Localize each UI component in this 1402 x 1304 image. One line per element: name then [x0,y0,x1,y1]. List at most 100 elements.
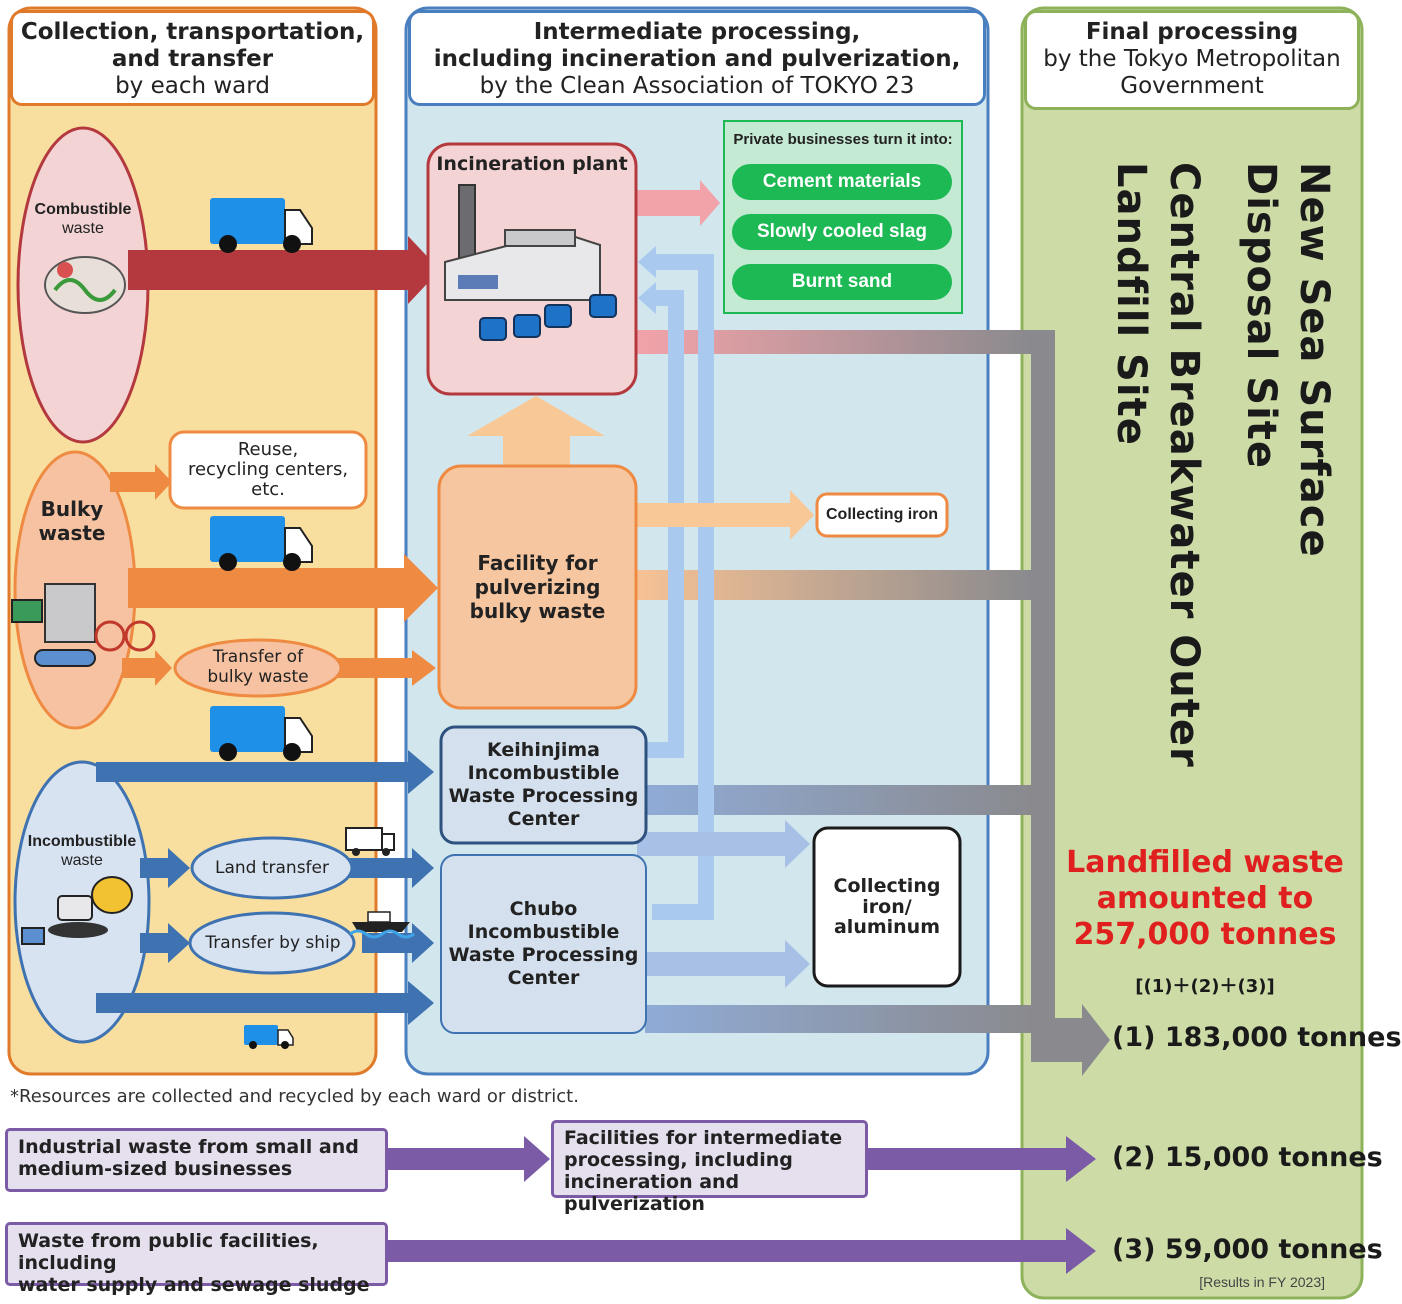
keihinjima-line1: Keihinjima [487,738,600,761]
intermediate-header-line3: by the Clean Association of TOKYO 23 [479,73,915,100]
collecting-iron-label: Collecting iron [826,506,938,524]
bulky-label-line2: waste [38,521,106,545]
land-transfer-oval [190,836,354,900]
transfer-bulky-to-pulverizing-arrow [338,650,436,686]
landfill-title-col1: New Sea Surface [1291,162,1337,558]
industrial-to-facilities-arrow [388,1136,550,1182]
landfill-title-col3: Central Breakwater Outer [1161,162,1207,768]
incombustible-label-line1: Incombustible [27,833,137,850]
truck-combustible [210,198,313,253]
cement-materials-pill: Cement materials [732,164,952,200]
final-panel [1020,6,1364,1300]
incineration-plant-label: Incineration plant [436,153,628,175]
bulky-to-transfer-arrow [122,650,172,686]
factory-illustration [444,184,601,301]
flow-diagram [7,6,1364,1300]
keihinjima-line4: Center [507,808,580,831]
total-line2: amounted to [1096,881,1314,916]
amount-2: (2) 15,000 tonnes [1112,1142,1383,1173]
facilities-intermediate-box: Facilities for intermediate processing, … [551,1120,868,1214]
keihinjima-to-metal-arrow [637,820,810,868]
total-landfilled: Landfilled waste amounted to 257,000 ton… [1040,845,1370,953]
chubo-line1: Chubo [509,897,578,920]
to-private-arrow [637,180,720,226]
pulverizing-facility-box [437,464,638,710]
landfill-title-col2: Disposal Site [1238,162,1284,470]
pulverizing-facility-label: Facility for pulverizing bulky waste [439,466,636,708]
ship-transfer-oval [188,911,356,975]
transfer-bulky-line2: bulky waste [207,667,309,687]
combustible-label: Combustible waste [25,200,141,238]
final-header-line1: Final processing [1085,19,1299,45]
bulky-label: Bulky waste [22,497,122,545]
incineration-residue-flow [637,330,1031,354]
keihinjima-label: Keihinjima Incombustible Waste Processin… [441,727,646,843]
chubo-residue-flow [645,1005,1031,1033]
combustible-label-line1: Combustible [34,201,132,218]
incombustible-to-ship-arrow [140,923,190,963]
reuse-line2: recycling centers, [187,459,349,481]
ship-to-chubo-arrow [362,923,434,963]
ship-icon [349,911,415,939]
private-business-title: Private businesses turn it into: [733,131,953,148]
chubo-line4: Center [507,967,580,990]
final-header: Final processing by the Tokyo Metropolit… [1024,10,1360,110]
pulverized-to-incineration-arrow [467,396,605,466]
to-collecting-iron-arrow [637,490,814,540]
public-to-landfill-arrow [388,1228,1096,1274]
footnote: *Resources are collected and recycled by… [10,1086,579,1107]
industrial-line2: medium-sized businesses [18,1157,293,1180]
total-line3: 257,000 tonnes [1073,917,1337,952]
collection-header-line2: and transfer [111,46,274,73]
transfer-bulky-label: Transfer of bulky waste [176,642,340,694]
facilities-intermediate-line2: processing, including [564,1148,793,1171]
land-to-chubo-arrow [348,848,434,888]
truck-small [244,1025,294,1049]
combustible-label-line2: waste [62,220,104,238]
pulverizing-line2: pulverizing [474,575,601,599]
bulky-residue-flow [637,570,1031,600]
intermediate-header: Intermediate processing, including incin… [408,10,986,106]
bulky-to-reuse-arrow [110,464,172,500]
chubo-to-metal-arrow [645,940,810,988]
iron-aluminum-line3: aluminum [833,916,941,939]
amount-1: (1) 183,000 tonnes [1112,1022,1402,1053]
reuse-label: Reuse, recycling centers, etc. [170,432,366,508]
collection-header: Collection, transportation, and transfer… [10,10,375,106]
intermediate-header-line1: Intermediate processing, [533,19,861,45]
truck-incombustible [210,706,313,761]
chubo-line2: Incombustible [467,920,620,943]
collection-header-line3: by each ward [115,73,270,100]
total-formula: [(1)＋(2)＋(3)] [1135,976,1275,997]
chubo-line3: Waste Processing [448,944,639,966]
incombustible-label: Incombustible waste [18,832,146,870]
landfill-arrow-1 [1031,1004,1110,1076]
incombustible-waste-illustration [21,876,133,945]
chubo-return-flow [652,254,714,920]
burnt-sand-pill: Burnt sand [732,264,952,300]
collecting-iron-aluminum-box [812,826,962,988]
keihinjima-box [439,725,648,845]
pulverizing-line3: bulky waste [469,599,606,623]
incombustible-to-land-arrow [140,848,190,888]
iron-aluminum-line1: Collecting [833,874,941,897]
incombustible-to-keihinjima-arrow [96,750,434,794]
keihinjima-line3: Waste Processing [448,785,639,807]
intermediate-header-line2: including incineration and pulverization… [433,46,961,73]
incombustible-label-line2: waste [61,852,103,870]
chubo-box [440,854,647,1034]
results-note: [Results in FY 2023] [1199,1274,1325,1290]
facilities-intermediate-line1: Facilities for intermediate [564,1127,843,1149]
combustible-arrow [128,236,440,304]
bulky-waste-illustration [11,583,156,667]
reuse-line1: Reuse, [237,439,299,461]
final-header-line2: by the Tokyo Metropolitan [1043,46,1341,73]
keihinjima-line2: Incombustible [467,761,620,784]
ship-transfer-label: Transfer by ship [205,932,341,953]
garbage-trucks-illustration [479,294,617,341]
reuse-box [168,430,368,510]
public-waste-line2: water supply and sewage sludge [18,1273,370,1296]
combustible-waste-illustration [44,256,126,314]
collection-header-line1: Collection, transportation, [20,19,365,45]
iron-aluminum-line2: iron/ [862,895,912,918]
